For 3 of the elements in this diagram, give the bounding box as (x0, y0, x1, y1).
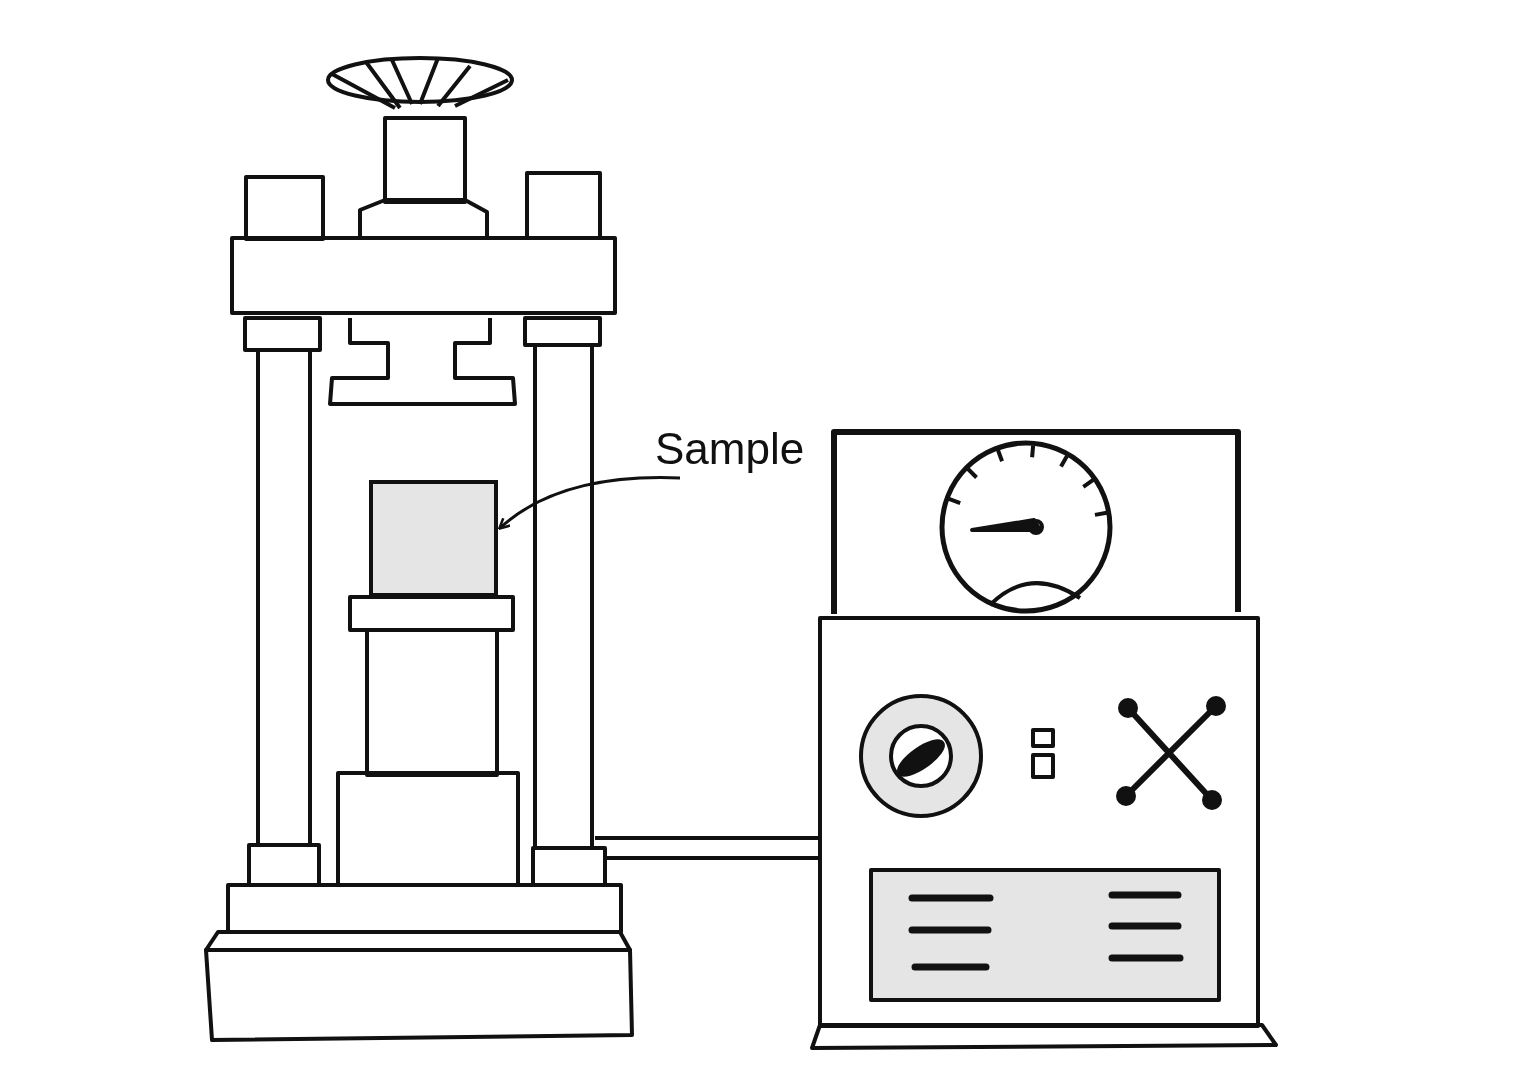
sample-block (369, 480, 498, 597)
callout-label: Sample (655, 418, 815, 480)
arrow (498, 476, 681, 530)
